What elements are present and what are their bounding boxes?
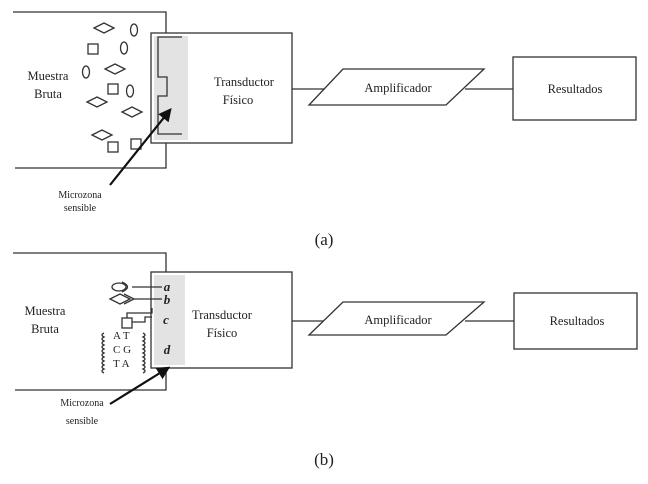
antibody-receptor-icon: [108, 293, 132, 305]
amplifier-label-a: Amplificador: [364, 81, 432, 95]
square-particle: [107, 83, 119, 95]
cell-receptor-link: [126, 308, 153, 323]
enzyme-receptor-icon: [121, 281, 129, 293]
microzone-region-b: [154, 275, 185, 365]
sample-label-a-1: Muestra: [28, 69, 69, 83]
diagram-b: Muestra Bruta Transductor Físico A T C G…: [13, 252, 638, 469]
caption-b: (b): [314, 450, 334, 469]
square-particle: [107, 141, 119, 153]
diagram-a: Muestra Bruta Transductor Físico Microzo…: [13, 11, 637, 249]
diamond-particle: [92, 22, 116, 34]
sample-label-b-2: Bruta: [31, 322, 59, 336]
enzyme-receptor-icon: [111, 282, 127, 292]
oval-particle: [129, 23, 139, 37]
sample-label-a-2: Bruta: [34, 87, 62, 101]
square-particle: [87, 43, 99, 55]
caption-a: (a): [315, 230, 334, 249]
receptor-label-b: b: [164, 292, 171, 307]
diamond-particle: [120, 106, 144, 118]
receptor-label-a: a: [164, 279, 171, 294]
transducer-label-a-2: Físico: [223, 93, 254, 107]
oval-particle: [81, 65, 91, 79]
receptors: A T C G T A: [101, 281, 162, 374]
results-label-a: Resultados: [548, 82, 603, 96]
sample-particles-a: [81, 22, 144, 153]
dna-strand-left-icon: [101, 332, 106, 374]
transducer-label-b-1: Transductor: [192, 308, 253, 322]
dna-pair-3: T A: [113, 358, 130, 370]
sample-label-b-1: Muestra: [25, 304, 66, 318]
microzone-label-b-2: sensible: [66, 416, 99, 427]
diamond-particle: [85, 96, 109, 108]
amplifier-label-b: Amplificador: [364, 313, 432, 327]
microzone-label-a-1: Microzona: [58, 190, 102, 201]
sensor-profile-a: [157, 36, 182, 135]
cell-receptor-icon: [121, 317, 133, 329]
amplifier-box-b: [307, 301, 486, 336]
square-particle: [130, 138, 142, 150]
receptor-label-c: c: [163, 312, 169, 327]
microzone-label-b-1: Microzona: [60, 398, 104, 409]
results-label-b: Resultados: [550, 314, 605, 328]
receptor-label-d: d: [164, 342, 171, 357]
oval-particle: [119, 41, 129, 55]
transducer-label-a-1: Transductor: [214, 75, 275, 89]
microzone-arrow-b: [109, 366, 171, 405]
amplifier-box-a: [307, 68, 486, 106]
oval-particle: [125, 84, 135, 98]
results-box-a: [512, 56, 637, 121]
diamond-particle: [103, 63, 127, 75]
dna-pair-1: A T: [113, 330, 130, 342]
diamond-particle: [90, 129, 114, 141]
dna-strand-right-icon: [141, 332, 146, 374]
transducer-label-b-2: Físico: [207, 326, 238, 340]
microzone-arrow-a: [109, 107, 172, 186]
dna-pair-2: C G: [113, 344, 131, 356]
results-box-b: [513, 292, 638, 350]
microzone-label-a-2: sensible: [64, 203, 97, 214]
sample-container-a: [13, 11, 167, 169]
